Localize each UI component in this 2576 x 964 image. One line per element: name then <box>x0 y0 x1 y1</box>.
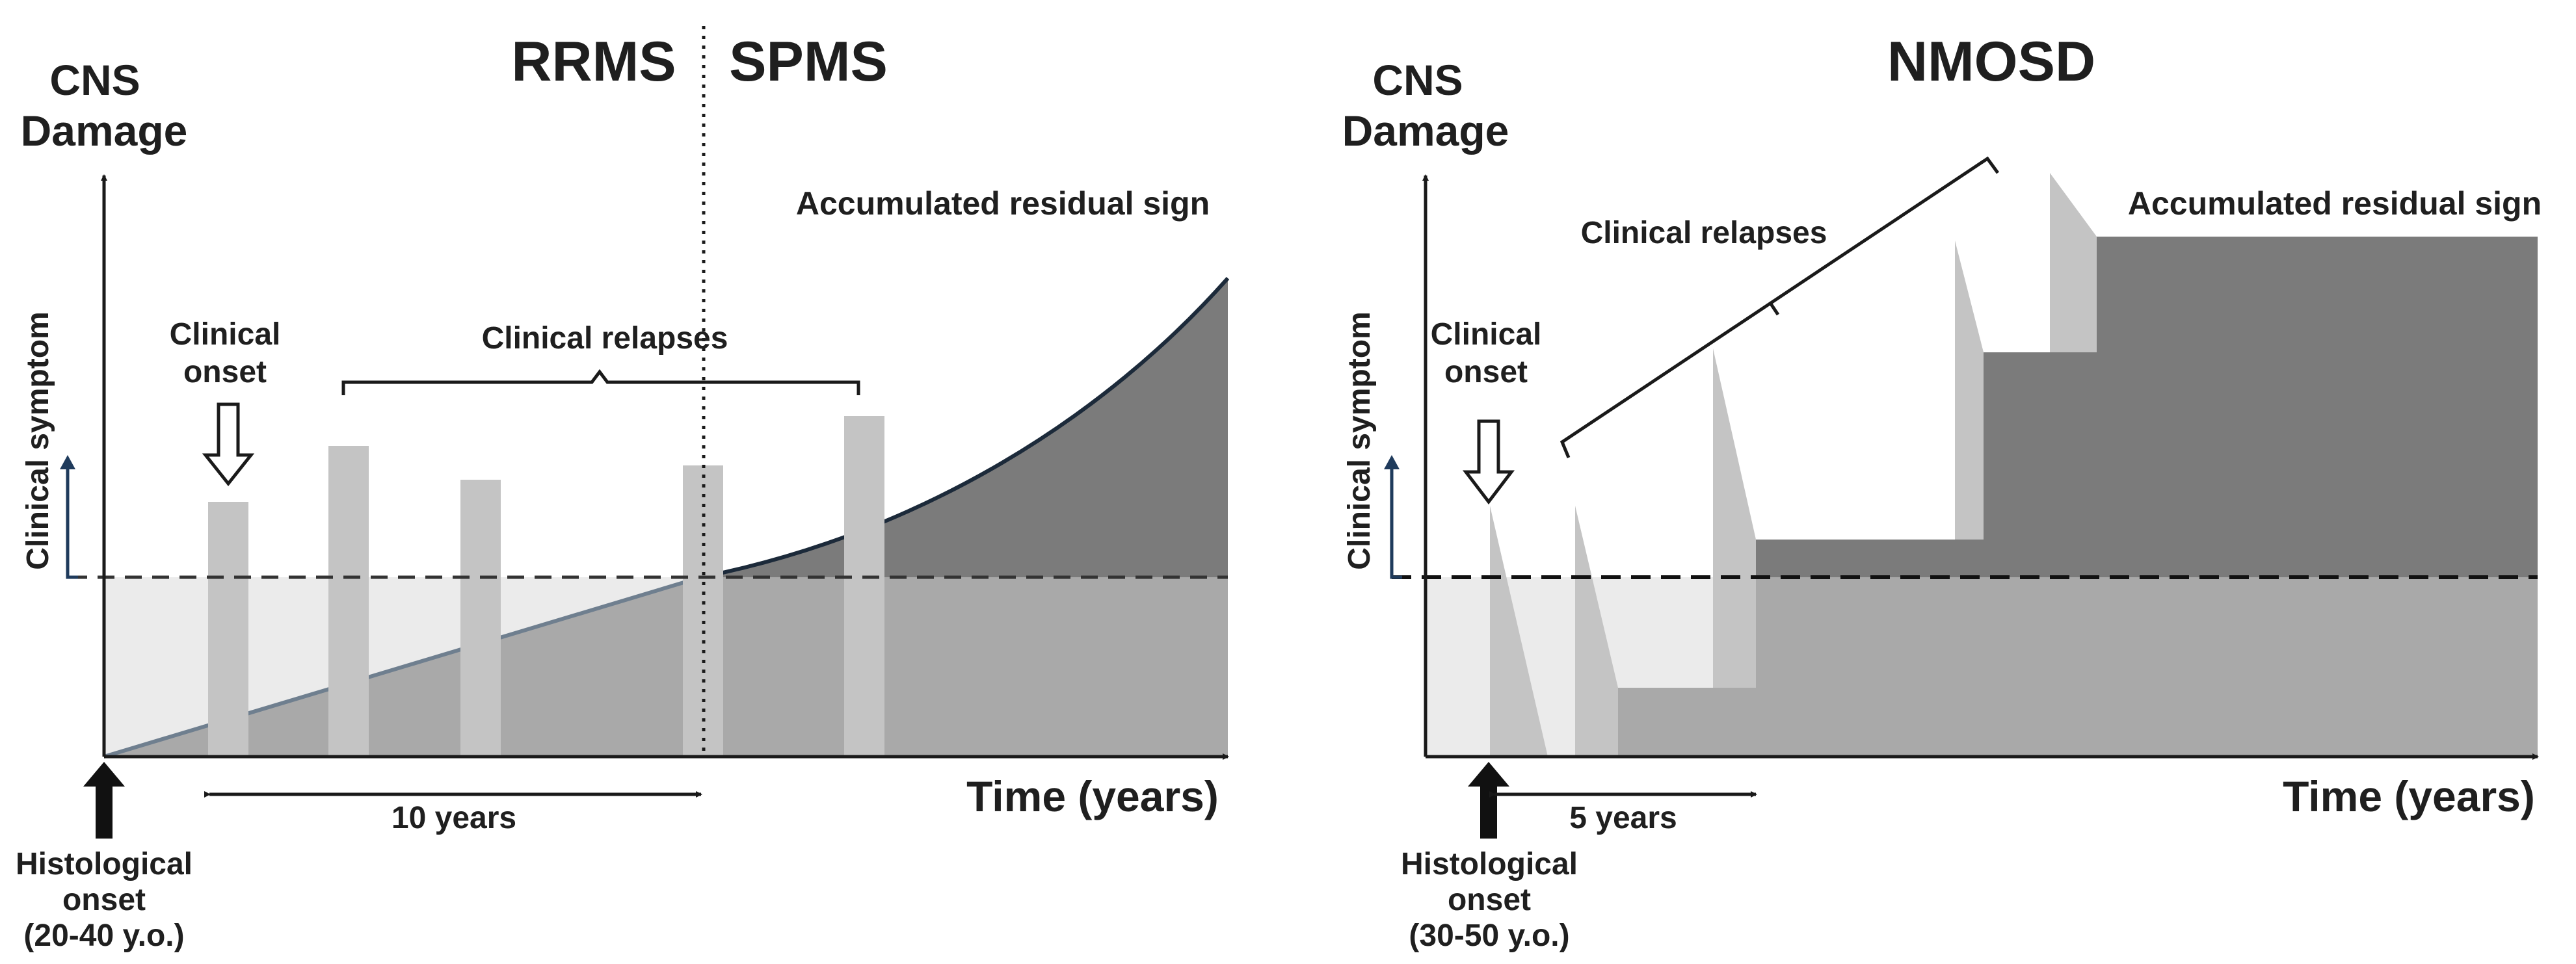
ms-relapse-bar-2 <box>328 446 369 757</box>
ms-relapses-bracket <box>341 369 860 395</box>
nmosd-y-axis-label-line-1: CNS <box>1372 56 1463 104</box>
nmosd-relapses-label: Clinical relapses <box>1581 216 1827 250</box>
ms-accumulation-curve <box>700 277 1230 579</box>
nmosd-symptom-axis-label: Clinical symptom <box>1342 311 1377 569</box>
ms-residual-label: Accumulated residual sign <box>796 185 1210 222</box>
nmosd-histological-onset-arrow <box>1468 762 1509 839</box>
ms-relapses-label: Clinical relapses <box>482 321 728 356</box>
ms-relapse-bar-1 <box>208 502 248 757</box>
ms-progression-line <box>103 575 702 759</box>
nmosd-relapses-bracket-tick <box>1768 302 1780 316</box>
nmosd-residual-label: Accumulated residual sign <box>2128 185 2542 222</box>
nmosd-progression-region <box>1618 577 2538 757</box>
ms-clinical-onset-label-line-1: Clinical <box>170 317 281 352</box>
ms-phase-spms-label: SPMS <box>729 31 888 93</box>
nmosd-symptom-arrowhead <box>1384 455 1400 469</box>
nmosd-histological-label-line-1: Histological <box>1401 847 1578 881</box>
ms-y-axis-label-line-2: Damage <box>21 107 188 155</box>
nmosd-symptom-axis <box>1390 463 1402 579</box>
ms-relapse-bar-3 <box>460 480 501 757</box>
ms-histological-onset-arrow <box>83 762 125 839</box>
nmosd-panel: CNS Damage NMOSD Accumulated residual si… <box>1342 31 2542 953</box>
ms-interval-label: 10 years <box>392 801 516 835</box>
nmosd-clinical-onset-label-line-1: Clinical <box>1431 317 1542 352</box>
ms-residual-region <box>701 278 1228 577</box>
ms-symptom-axis-label: Clinical symptom <box>21 311 55 569</box>
ms-clinical-onset-arrow <box>202 402 255 487</box>
nmosd-relapse-2 <box>1575 506 1618 757</box>
nmosd-y-axis-label-line-2: Damage <box>1342 107 1509 155</box>
nmosd-relapse-4 <box>1955 241 1984 540</box>
nmosd-relapse-5 <box>2050 173 2097 352</box>
ms-phase-rrms-label: RRMS <box>511 31 676 93</box>
nmosd-relapse-1 <box>1490 506 1548 757</box>
ms-histological-label-line-2: onset <box>62 883 146 917</box>
ms-clinical-onset-label-line-2: onset <box>183 355 267 389</box>
ms-histological-label-line-3: (20-40 y.o.) <box>23 918 184 953</box>
nmosd-relapse-3 <box>1713 348 1756 688</box>
nmosd-x-axis-label: Time (years) <box>2283 772 2535 820</box>
ms-progression-region <box>104 577 1228 757</box>
nmosd-clinical-onset-arrow <box>1462 419 1515 505</box>
nmosd-residual-region <box>1756 237 2538 577</box>
nmosd-title: NMOSD <box>1887 31 2095 93</box>
ms-relapse-bar-5 <box>844 416 884 757</box>
ms-y-axis-label-line-1: CNS <box>49 56 140 104</box>
ms-panel: CNS Damage RRMS SPMS Accumulated residua… <box>16 26 1230 953</box>
nmosd-interval-label: 5 years <box>1569 801 1677 835</box>
nmosd-relapses-bracket <box>1560 156 2000 458</box>
ms-symptom-arrowhead <box>60 455 75 469</box>
ms-symptom-axis <box>66 463 78 579</box>
ms-histological-label-line-1: Histological <box>16 847 193 881</box>
nmosd-histological-label-line-2: onset <box>1448 883 1531 917</box>
nmosd-clinical-onset-label-line-2: onset <box>1444 355 1528 389</box>
ms-x-axis-label: Time (years) <box>966 772 1219 820</box>
nmosd-histological-label-line-3: (30-50 y.o.) <box>1409 918 1569 953</box>
